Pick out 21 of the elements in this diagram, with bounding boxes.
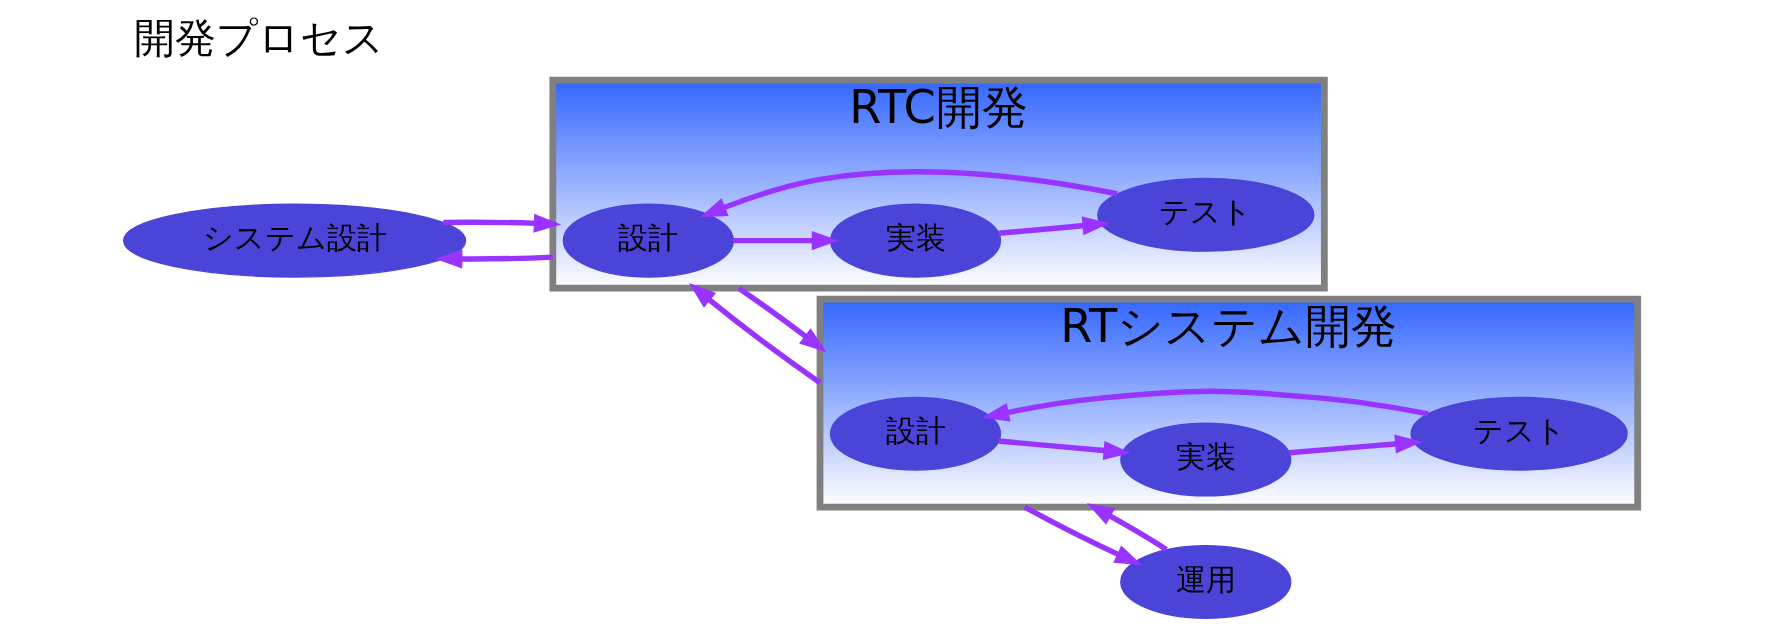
node-ellipse: 運用 (1119, 544, 1291, 619)
arrow (1022, 504, 1142, 566)
arrow (699, 169, 1118, 218)
diagram-title: 開発プロセス (133, 13, 384, 62)
node-ellipse: 設計 (829, 396, 1001, 471)
node-ellipse: システム設計 (122, 203, 466, 278)
node-ellipse: 実装 (1119, 422, 1291, 497)
arrow (997, 438, 1131, 460)
node-ellipse: 設計 (562, 203, 734, 278)
arrow (1288, 434, 1422, 456)
arrow (434, 249, 553, 269)
arrow (997, 216, 1110, 236)
arrow (1086, 503, 1168, 552)
arrow (732, 231, 839, 251)
arrow (688, 282, 822, 385)
node-ellipse: テスト (1409, 396, 1628, 471)
node-ellipse: 実装 (829, 203, 1001, 278)
arrow (981, 388, 1429, 422)
arrow (442, 213, 561, 233)
arrow (736, 285, 827, 353)
node-ellipse: テスト (1096, 177, 1314, 252)
